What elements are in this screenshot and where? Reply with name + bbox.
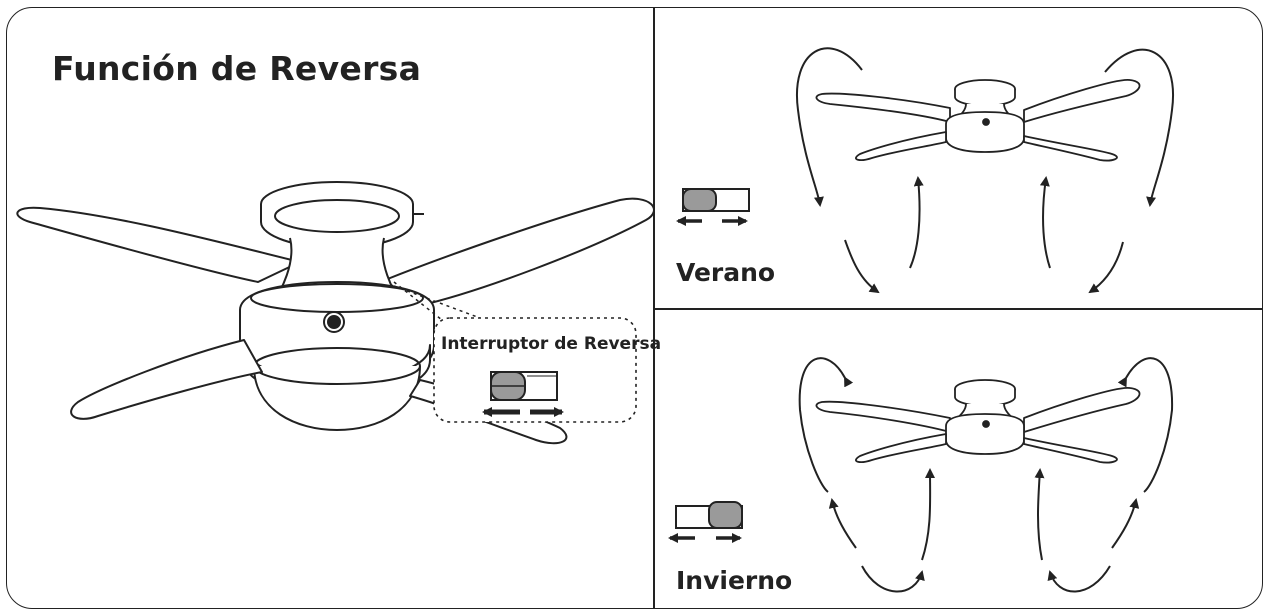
callout-switch-icon (490, 371, 558, 401)
winter-arrow-1 (798, 357, 854, 493)
winter-label: Invierno (676, 566, 793, 595)
summer-arrow-2 (844, 239, 880, 294)
summer-arrow-1 (795, 47, 863, 207)
page-title: Función de Reversa (52, 49, 422, 88)
horizontal-divider (654, 308, 1263, 310)
callout-leader-lines (393, 281, 481, 321)
summer-switch-icon (682, 188, 750, 212)
summer-arrow-4 (1088, 241, 1124, 294)
fan-canopy-inner (274, 199, 400, 233)
summer-arrow-3 (1104, 48, 1175, 207)
summer-fan (815, 79, 1141, 162)
reverse-switch-callout-box (433, 317, 637, 423)
winter-arrow-2 (828, 498, 857, 549)
winter-airflow-arrows (798, 357, 1174, 593)
winter-arrow-5 (861, 565, 925, 593)
winter-arrow-4 (1111, 498, 1140, 549)
fan-blade-back-right (384, 197, 655, 307)
winter-arrow-3 (1117, 357, 1174, 493)
summer-arrow-6 (1039, 176, 1051, 269)
summer-airflow-arrows (795, 47, 1175, 294)
summer-arrow-5 (909, 176, 924, 269)
winter-arrow-6 (921, 468, 936, 561)
winter-fan (815, 379, 1141, 464)
winter-switch-icon (675, 501, 743, 529)
winter-arrow-8 (1034, 468, 1045, 561)
fan-light-globe (253, 365, 421, 431)
reverse-switch-label: Interruptor de Reversa (441, 334, 662, 354)
fan-blade-back-left (16, 206, 301, 283)
vertical-divider (653, 7, 655, 609)
main-ceiling-fan (16, 181, 655, 445)
fan-blade-front-left (70, 339, 263, 420)
winter-arrow-7 (1047, 565, 1111, 593)
summer-label: Verano (676, 258, 776, 287)
